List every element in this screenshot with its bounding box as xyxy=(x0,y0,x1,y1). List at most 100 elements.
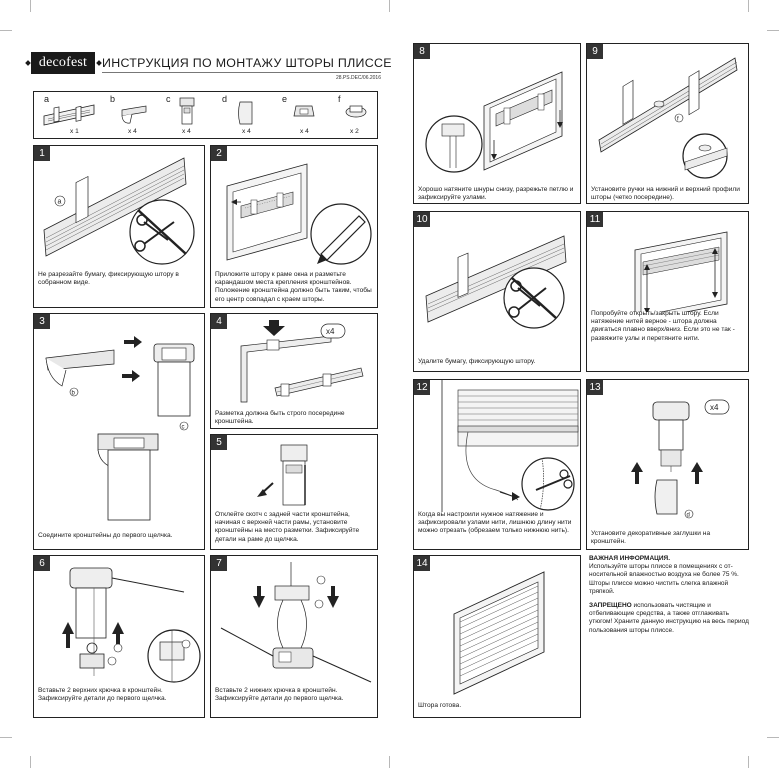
label-a: a xyxy=(58,199,62,206)
step-9-illustration: f xyxy=(598,57,738,179)
part-letter: b xyxy=(110,94,116,104)
step-number: 14 xyxy=(414,556,430,571)
hook-icon xyxy=(293,105,315,117)
step-caption: Соедините кронштейны до первого щелчка. xyxy=(38,532,173,539)
step-5: 5 Отклейте скотч с задней части кронштей… xyxy=(210,434,378,550)
step-number: 3 xyxy=(34,314,50,329)
step-13: 13 d x4 Установите декоративные заглушки… xyxy=(586,379,749,550)
step-number: 11 xyxy=(587,212,603,227)
part-qty: x 1 xyxy=(70,128,79,135)
step-caption: Хорошо натяните шнуры снизу, разрежьте п… xyxy=(418,186,574,202)
step-1: 1 a Не разрезайте бумагу, фиксирующую шт… xyxy=(33,145,205,308)
step-9: 9 f Установите ручки на нижний и верхний… xyxy=(586,43,749,204)
step-caption: Отклейте скотч с задней части кронштейна… xyxy=(215,511,360,543)
part-qty: x 4 xyxy=(242,128,251,135)
step-number: 5 xyxy=(211,435,227,450)
step-caption: Не разрезайте бумагу, фиксирующую штору … xyxy=(38,271,179,287)
svg-text:c: c xyxy=(182,425,185,431)
part-qty: x 4 xyxy=(300,128,309,135)
part-letter: e xyxy=(282,94,288,104)
part-letter: c xyxy=(166,94,171,104)
end-cap-icon xyxy=(238,101,253,125)
step-12: 12 Когда вы настроили нужное натяжение и… xyxy=(413,379,581,550)
step-8: 8 Хорошо натяните шнуры снизу, разрежьте… xyxy=(413,43,581,204)
svg-text:f: f xyxy=(677,117,679,123)
step-number: 6 xyxy=(34,556,50,571)
step-caption: Удалите бумагу, фиксирующую штору. xyxy=(418,358,536,365)
brand-logo: decofest xyxy=(31,52,95,74)
rail-icon xyxy=(43,104,95,126)
step-6-illustration xyxy=(62,567,201,683)
step-4-illustration: x4 xyxy=(240,320,364,403)
part-qty: x 2 xyxy=(350,128,359,135)
part-f: f x 2 xyxy=(336,92,376,138)
step-caption: Когда вы настроили нужное натяжение и за… xyxy=(418,511,572,535)
part-letter: d xyxy=(222,94,228,104)
part-qty: x 4 xyxy=(182,128,191,135)
step-caption: Штора готова. xyxy=(418,702,462,709)
step-8-illustration xyxy=(425,71,563,173)
step-5-illustration xyxy=(257,444,308,506)
step-number: 8 xyxy=(414,44,430,59)
step-7: 7 Вставьте 2 нижних крючка в кронштейн. … xyxy=(210,555,378,718)
step-14: 14 Штора готова. xyxy=(413,555,581,718)
step-caption: Разметка должна быть строго посередине к… xyxy=(215,410,345,426)
step-13-illustration: d x4 xyxy=(631,399,730,519)
step-11: 11 Попробуйте открыть/закрыть штору. Есл… xyxy=(586,211,749,372)
part-a: a x 1 xyxy=(40,92,98,138)
multiplier-badge: x4 xyxy=(326,327,335,336)
crop-mark xyxy=(30,756,31,768)
step-caption: Попробуйте открыть/закрыть штору. Если н… xyxy=(591,310,735,342)
step-2: 2 Приложите штору к раме окна и разметьт… xyxy=(210,145,378,308)
step-caption: Установите декоративные заглушки на крон… xyxy=(591,530,711,546)
step-4: 4 x4 Разметка должна быть строго посеред… xyxy=(210,313,378,429)
bracket-icon xyxy=(179,97,195,125)
step-10: 10 Удалите бумагу, фиксирующую штору. xyxy=(413,211,581,372)
step-12-illustration xyxy=(441,380,579,512)
fold-mark xyxy=(389,756,390,768)
step-11-illustration xyxy=(634,231,728,312)
logo-dot-right xyxy=(96,60,102,66)
handle-icon xyxy=(345,105,367,118)
step-3-illustration: b c xyxy=(45,336,195,521)
crop-mark xyxy=(748,756,749,768)
part-letter: a xyxy=(44,94,50,104)
part-b: b x 4 xyxy=(108,92,154,138)
step-caption: Приложите штору к раме окна и разметьте … xyxy=(215,271,372,303)
info-warning: ЗАПРЕЩЕНО использовать чистящие и отбели… xyxy=(589,602,749,635)
info-warning-bold: ЗАПРЕЩЕНО xyxy=(589,602,632,610)
crop-mark xyxy=(0,30,12,31)
clip-icon xyxy=(121,105,147,124)
step-caption: Установите ручки на нижний и верхний про… xyxy=(591,186,740,202)
title-rule xyxy=(102,72,381,73)
step-number: 10 xyxy=(414,212,430,227)
crop-mark xyxy=(30,0,31,12)
step-7-illustration xyxy=(220,562,372,683)
info-paragraph: Используйте шторы плиссе в помещениях с … xyxy=(589,563,739,595)
step-number: 2 xyxy=(211,146,227,161)
svg-text:b: b xyxy=(72,391,76,397)
step-number: 4 xyxy=(211,314,227,329)
step-number: 12 xyxy=(414,380,430,395)
step-caption: Вставьте 2 нижних крючка в кронштейн. За… xyxy=(215,687,344,703)
step-number: 13 xyxy=(587,380,603,395)
page-title: ИНСТРУКЦИЯ ПО МОНТАЖУ ШТОРЫ ПЛИССЕ xyxy=(102,56,392,70)
crop-mark xyxy=(0,737,12,738)
step-number: 9 xyxy=(587,44,603,59)
step-14-illustration xyxy=(453,571,545,695)
part-letter: f xyxy=(338,94,341,104)
part-e: e x 4 xyxy=(280,92,326,138)
step-number: 7 xyxy=(211,556,227,571)
part-qty: x 4 xyxy=(128,128,137,135)
step-2-illustration xyxy=(226,163,372,265)
crop-mark xyxy=(767,737,779,738)
step-number: 1 xyxy=(34,146,50,161)
part-d: d x 4 xyxy=(220,92,270,138)
parts-list: a x 1 b x 4 c x 4 d x 4 e xyxy=(33,91,378,139)
step-caption: Вставьте 2 верхних крючка в кронштейн. З… xyxy=(38,687,167,703)
step-3: 3 b c Соедините кронштейны до первого ще… xyxy=(33,313,205,550)
document-code: 28.PS.DEC/06.2016 xyxy=(335,75,381,81)
logo-dot-left xyxy=(25,60,31,66)
important-info: ВАЖНАЯ ИНФОРМАЦИЯ. Используйте шторы пли… xyxy=(589,555,749,641)
step-10-illustration xyxy=(425,235,567,329)
